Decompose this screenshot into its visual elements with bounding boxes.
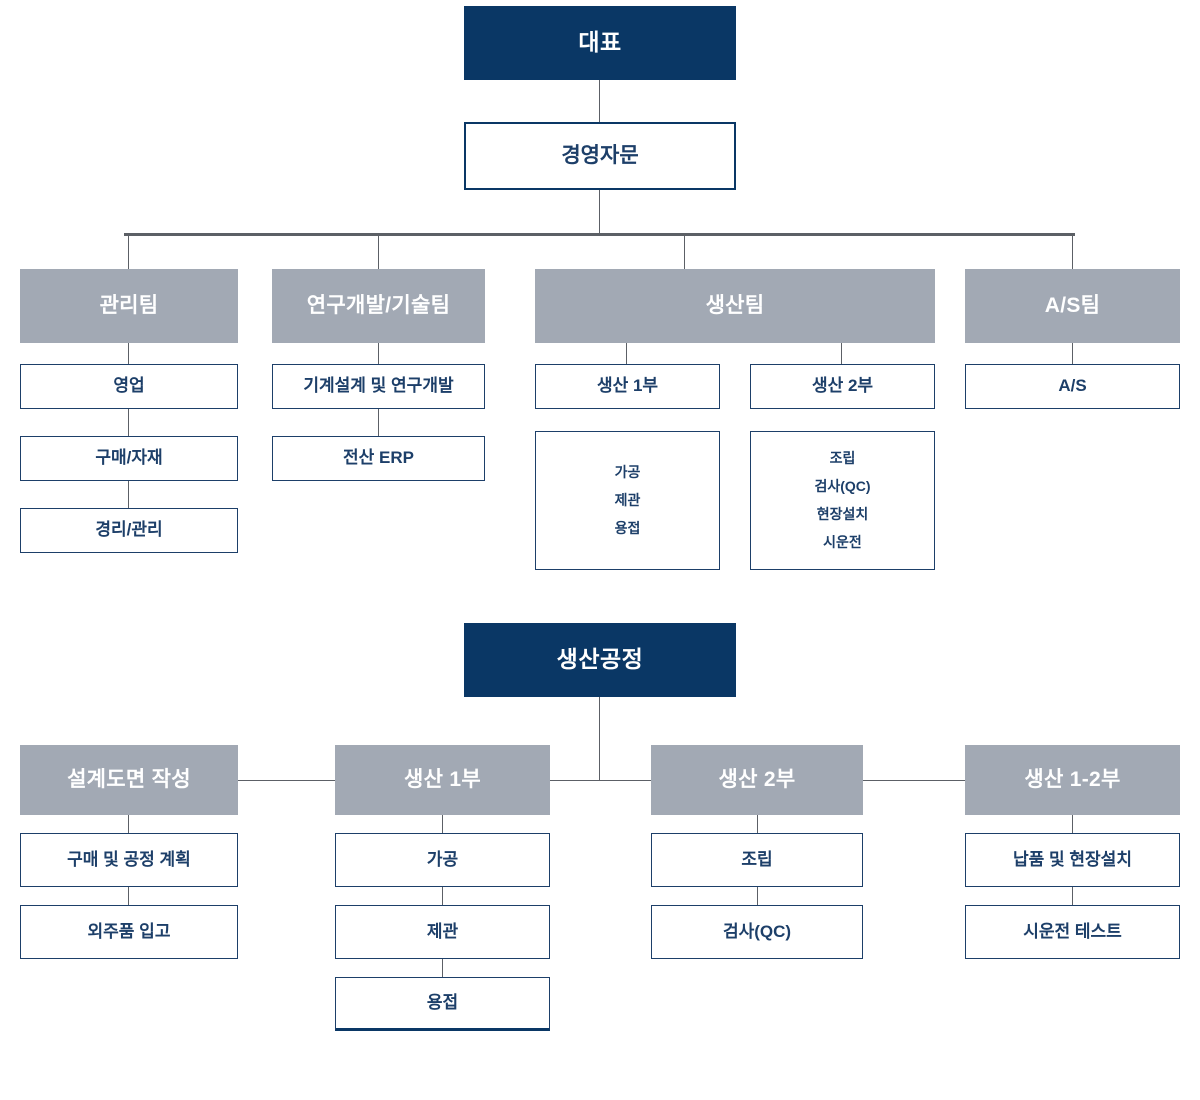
org-node-accounting-admin[interactable]: 경리/관리 [20,508,238,553]
connector-stage2-to-stage3 [550,780,652,781]
process-stage-header-unit2[interactable]: 생산 2부 [651,745,863,815]
org-advisor-node[interactable]: 경영자문 [464,122,736,190]
org-team-header-rnd[interactable]: 연구개발/기술팀 [272,269,485,343]
org-tasklist-production-unit-1: 가공 제관 용접 [535,431,720,570]
connector-production-to-unit1 [626,343,627,364]
connector-bus-to-production [684,236,685,269]
connector-unit1-3 [442,959,443,977]
connector-stage3-to-stage4 [863,780,965,781]
connector-bus-to-management [128,236,129,269]
task-item: 용접 [614,519,641,536]
connector-bus-to-rnd [378,236,379,269]
connector-production-to-unit2 [841,343,842,364]
process-node-delivery-installation[interactable]: 납품 및 현장설치 [965,833,1180,887]
org-node-mechanical-design-rnd[interactable]: 기계설계 및 연구개발 [272,364,485,409]
connector-process-root-drop [599,697,600,781]
connector-unit1-1 [442,815,443,833]
process-stage-header-unit1[interactable]: 생산 1부 [335,745,550,815]
process-node-commissioning-test[interactable]: 시운전 테스트 [965,905,1180,959]
process-node-welding[interactable]: 용접 [335,977,550,1031]
process-node-outsourced-receipt[interactable]: 외주품 입고 [20,905,238,959]
connector-management-3 [128,481,129,508]
org-node-production-unit-1[interactable]: 생산 1부 [535,364,720,409]
connector-unit2-2 [757,887,758,905]
task-item: 검사(QC) [814,478,871,495]
connector-management-2 [128,409,129,436]
org-team-header-as[interactable]: A/S팀 [965,269,1180,343]
org-node-as[interactable]: A/S [965,364,1180,409]
task-item: 현장설치 [816,506,869,522]
connector-management-1 [128,343,129,364]
org-team-header-production[interactable]: 생산팀 [535,269,935,343]
process-node-fabrication[interactable]: 제관 [335,905,550,959]
org-tasklist-production-unit-2: 조립 검사(QC) 현장설치 시운전 [750,431,935,570]
org-node-purchasing-materials[interactable]: 구매/자재 [20,436,238,481]
connector-rnd-1 [378,343,379,364]
connector-unit12-2 [1072,887,1073,905]
connector-stage1-to-stage2 [238,780,335,781]
task-item: 가공 [614,464,641,481]
connector-root-to-advisor [599,80,600,122]
connector-unit2-1 [757,815,758,833]
connector-unit12-1 [1072,815,1073,833]
org-root-node[interactable]: 대표 [464,6,736,80]
process-node-assembly[interactable]: 조립 [651,833,863,887]
org-node-sales[interactable]: 영업 [20,364,238,409]
org-team-header-management[interactable]: 관리팀 [20,269,238,343]
task-item: 조립 [829,450,856,467]
connector-unit1-2 [442,887,443,905]
process-stage-header-design[interactable]: 설계도면 작성 [20,745,238,815]
org-node-production-unit-2[interactable]: 생산 2부 [750,364,935,409]
process-node-purchase-planning[interactable]: 구매 및 공정 계획 [20,833,238,887]
connector-design-1 [128,815,129,833]
org-node-erp[interactable]: 전산 ERP [272,436,485,481]
task-item: 시운전 [823,533,862,550]
process-root-node[interactable]: 생산공정 [464,623,736,697]
task-item: 제관 [614,492,641,509]
connector-as-1 [1072,343,1073,364]
process-node-inspection-qc[interactable]: 검사(QC) [651,905,863,959]
connector-rnd-2 [378,409,379,436]
connector-bus-to-as [1072,236,1073,269]
connector-team-bus [124,233,1075,236]
connector-design-2 [128,887,129,905]
connector-advisor-to-bus [599,190,600,235]
process-node-machining[interactable]: 가공 [335,833,550,887]
process-stage-header-unit1-2[interactable]: 생산 1-2부 [965,745,1180,815]
